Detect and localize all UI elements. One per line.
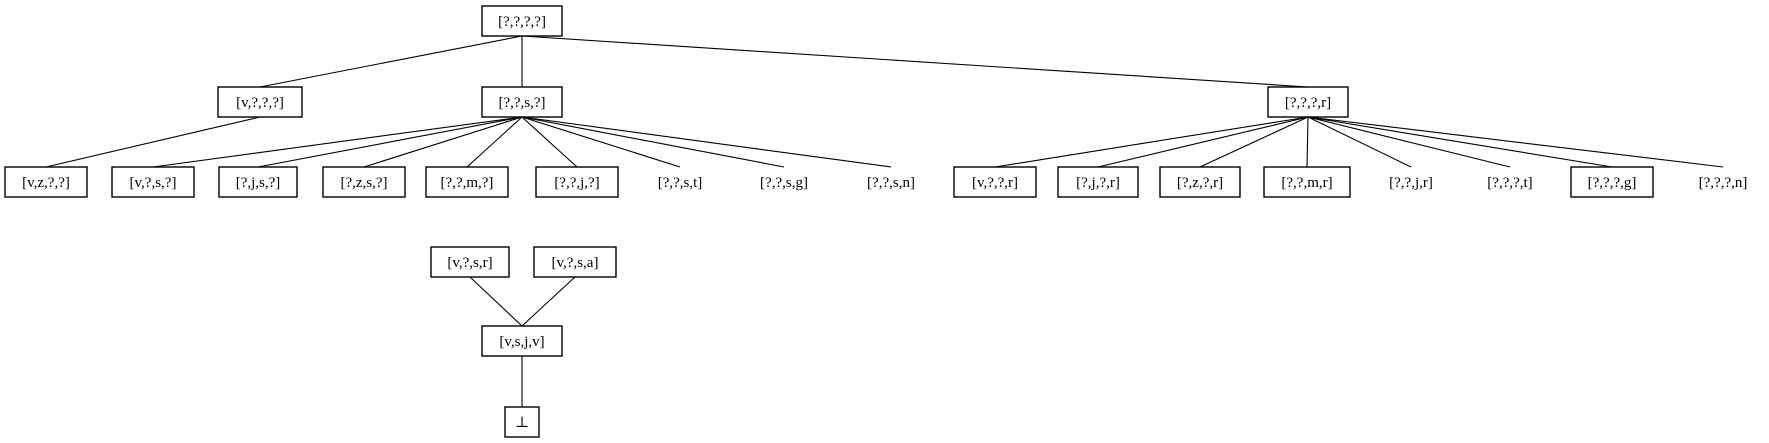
node-box <box>535 166 619 198</box>
edge-v_sr-vsjv <box>469 276 523 327</box>
node-vz__: [v,z,?,?] <box>4 166 88 198</box>
node-v_sr: [v,?,s,r] <box>430 246 510 278</box>
node-box <box>218 166 298 198</box>
edges-layer <box>45 35 1724 407</box>
node-label: [?,z,?,r] <box>1177 175 1223 191</box>
node-label: [v,s,j,v] <box>499 334 544 350</box>
node-___r: [?,?,?,r] <box>1267 86 1349 118</box>
node-box <box>1159 166 1241 198</box>
node-label: [?,?,j,r] <box>1389 175 1433 191</box>
node-label: [?,z,s,?] <box>340 175 387 191</box>
node-__m_: [?,?,m,?] <box>425 166 509 198</box>
node-bottom: ⊥ <box>504 406 540 438</box>
node-label: [v,?,s,r] <box>447 255 492 271</box>
node-label: [?,?,?,g] <box>1588 175 1637 191</box>
node-label: [?,j,s,?] <box>236 175 281 191</box>
node-box <box>481 325 563 357</box>
node-__sn: [?,?,s,n] <box>867 175 915 191</box>
edge-___r-v__r <box>994 116 1309 168</box>
node-__st: [?,?,s,t] <box>658 175 703 191</box>
node-___t: [?,?,?,t] <box>1487 175 1532 191</box>
node-__sg: [?,?,s,g] <box>760 175 808 191</box>
node-box <box>322 166 406 198</box>
node-label: [?,j,?,r] <box>1076 175 1120 191</box>
edge-___r-___n <box>1307 116 1724 168</box>
nodes-layer: [?,?,?,?] [v,?,?,?] [?,?,s,?] [?,?,?,r] [v,z… <box>4 5 1748 438</box>
edge-___r-_j_r <box>1097 116 1309 168</box>
edge-___r-___t <box>1307 116 1511 168</box>
node-label: [?,?,s,g] <box>760 175 808 191</box>
node-label: [?,?,s,t] <box>658 175 703 191</box>
edge-__s_-__st <box>521 116 681 168</box>
node-_zs_: [?,z,s,?] <box>322 166 406 198</box>
node-v_sa: [v,?,s,a] <box>533 246 617 278</box>
node-label: [v,?,?,r] <box>972 175 1018 191</box>
node-label: [?,?,s,n] <box>867 175 915 191</box>
node-label: [v,?,?,?] <box>236 95 284 111</box>
node-v_s_: [v,?,s,?] <box>111 166 195 198</box>
node-label: [?,?,s,?] <box>498 95 545 111</box>
node-__jr: [?,?,j,r] <box>1389 175 1433 191</box>
node-label: ⊥ <box>515 415 529 431</box>
node-__s_: [?,?,s,?] <box>481 86 563 118</box>
node-label: [?,?,?,r] <box>1285 95 1331 111</box>
node-_z_r: [?,z,?,r] <box>1159 166 1241 198</box>
edge-__s_-__sn <box>521 116 892 168</box>
node-___n: [?,?,?,n] <box>1699 175 1748 191</box>
node-_js_: [?,j,s,?] <box>218 166 298 198</box>
node-box <box>217 86 303 118</box>
node-label: [?,?,?,n] <box>1699 175 1748 191</box>
edge-__s_-__j_ <box>521 116 578 168</box>
edge-___r-_z_r <box>1199 116 1309 168</box>
node-box <box>481 5 563 37</box>
node-v__r: [v,?,?,r] <box>953 166 1037 198</box>
node-___g: [?,?,?,g] <box>1570 166 1654 198</box>
node-box <box>425 166 509 198</box>
node-__j_: [?,?,j,?] <box>535 166 619 198</box>
node-box <box>1057 166 1139 198</box>
edge-___r-__mr <box>1306 116 1309 168</box>
node-vsjv: [v,s,j,v] <box>481 325 563 357</box>
node-box <box>111 166 195 198</box>
node-box <box>1267 86 1349 118</box>
node-box <box>953 166 1037 198</box>
node-box <box>4 166 88 198</box>
edge-root-v___ <box>259 35 523 88</box>
edge-__s_-v_s_ <box>152 116 523 168</box>
node-box <box>430 246 510 278</box>
node-_j_r: [?,j,?,r] <box>1057 166 1139 198</box>
node-label: [?,?,?,?] <box>498 14 546 30</box>
node-box <box>481 86 563 118</box>
edge-__s_-_js_ <box>257 116 523 168</box>
node-root: [?,?,?,?] <box>481 5 563 37</box>
node-box <box>533 246 617 278</box>
edge-v___-vz__ <box>45 116 261 168</box>
node-label: [?,?,j,?] <box>554 175 599 191</box>
node-label: [?,?,?,t] <box>1487 175 1532 191</box>
node-label: [v,z,?,?] <box>22 175 70 191</box>
node-v___: [v,?,?,?] <box>217 86 303 118</box>
edge-___r-___g <box>1307 116 1613 168</box>
node-box <box>1263 166 1351 198</box>
node-label: [?,?,m,?] <box>441 175 494 191</box>
node-label: [?,?,m,r] <box>1281 175 1332 191</box>
node-label: [v,?,s,?] <box>130 175 177 191</box>
node-__mr: [?,?,m,r] <box>1263 166 1351 198</box>
edge-v_sa-vsjv <box>521 276 576 327</box>
edge-root-___r <box>521 35 1309 88</box>
edge-__s_-_zs_ <box>363 116 523 168</box>
node-box <box>504 406 540 438</box>
edge-___r-__jr <box>1307 116 1412 168</box>
edge-__s_-__m_ <box>466 116 523 168</box>
node-box <box>1570 166 1654 198</box>
node-label: [v,?,s,a] <box>552 255 599 271</box>
edge-__s_-__sg <box>521 116 785 168</box>
